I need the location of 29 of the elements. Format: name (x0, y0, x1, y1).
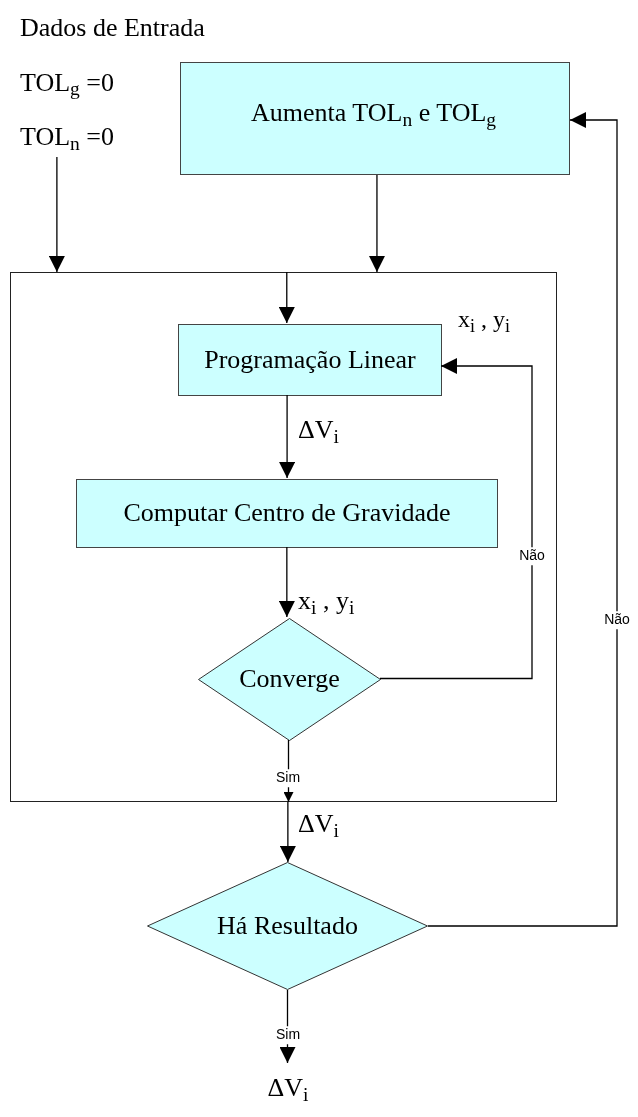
arrow (278, 271, 295, 324)
arrow (427, 112, 618, 927)
edge-label: x$_{i}$ , y$_{i}$ (298, 586, 355, 615)
process-label: Computar Centro de Gravidade (123, 497, 451, 530)
process-box (76, 479, 498, 548)
process-box (178, 324, 442, 396)
input-text: Dados de Entrada (20, 12, 205, 44)
arrow (279, 801, 296, 863)
process-box (180, 62, 570, 175)
process-label: Há Resultado (217, 909, 358, 942)
process-label: ΔV$_{i}$ (267, 1071, 309, 1105)
variable-label: x$_{i}$ , y$_{i}$ (458, 306, 511, 332)
arrow (279, 394, 296, 479)
process-label: Programação Linear (204, 343, 416, 376)
process-label: Converge (239, 663, 340, 696)
edge-label: ΔV$_{i}$ (298, 415, 339, 444)
arrow (278, 546, 295, 618)
input-text: TOL$_{n}$ =0 (20, 121, 114, 154)
edge-label: Não (519, 547, 545, 564)
edge-label: Sim (275, 1026, 301, 1043)
arrow (279, 989, 296, 1064)
edge-label: Sim (275, 769, 301, 786)
edge-label: ΔV$_{i}$ (298, 809, 339, 838)
edge-label: Não (604, 611, 630, 628)
arrow (48, 156, 65, 273)
arrow (379, 358, 533, 680)
group-box (10, 272, 557, 802)
input-text: TOL$_{g}$ =0 (20, 66, 114, 99)
arrow (368, 174, 385, 273)
